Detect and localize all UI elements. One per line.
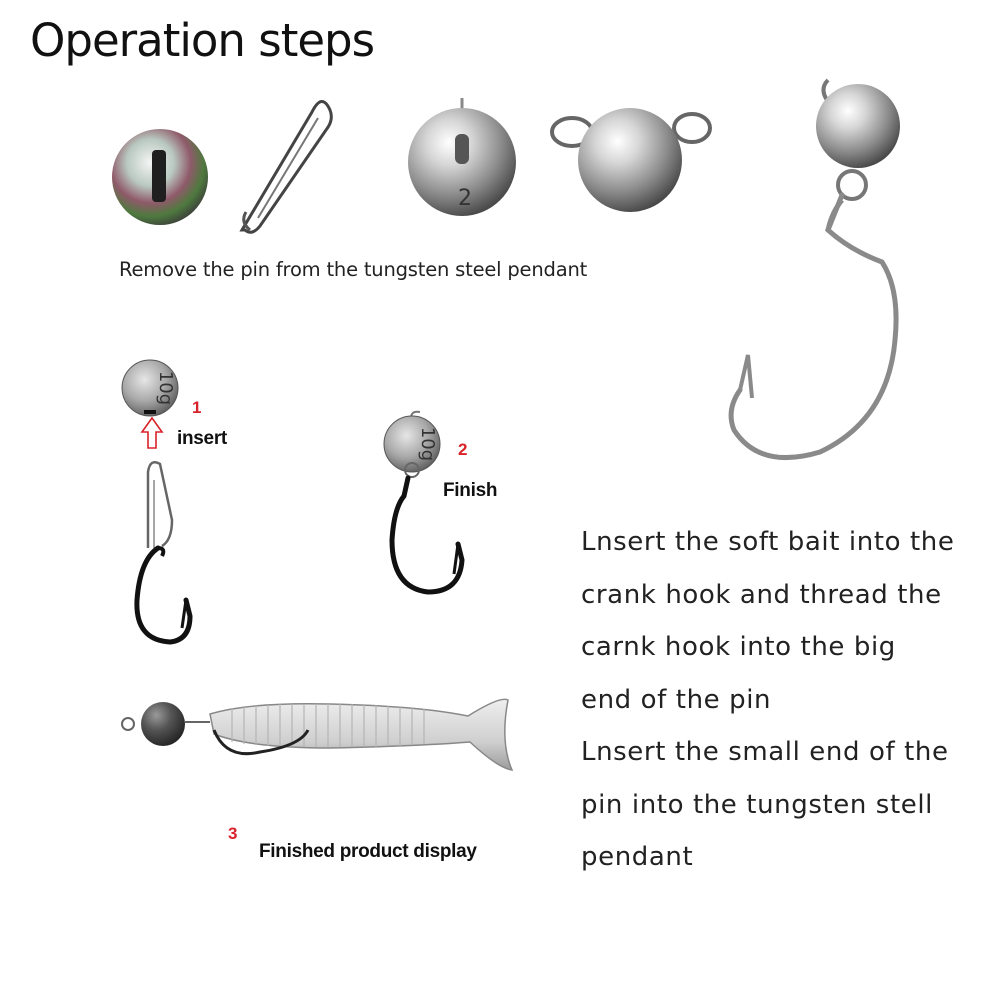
step1-weight-mark: 10g [155, 371, 176, 405]
step3-label: Finished product display [259, 841, 477, 862]
step2-number: 2 [458, 440, 468, 459]
instruction-text: Lnsert the soft bait into the crank hook… [581, 516, 991, 884]
instruction-line: Lnsert the small end of the [581, 737, 949, 767]
instruction-line: crank hook and thread the [581, 579, 942, 610]
finished-product-diagram [121, 698, 514, 771]
pin-clip-photo [239, 100, 333, 234]
eyelet-sinker-photo [550, 108, 712, 212]
step2-weight-mark: 10g [417, 427, 438, 461]
instruction-line: pin into the tungsten stell [581, 789, 933, 820]
jig-hook-photo [728, 78, 900, 461]
instruction-line: pendant [581, 842, 694, 872]
numbered-sinker-photo: 2 [408, 98, 516, 216]
instruction-line: Lnsert the soft bait into the [581, 527, 955, 557]
step3-number: 3 [228, 824, 238, 843]
step2-label: Finish [443, 480, 498, 501]
sinker-number: 2 [458, 186, 472, 211]
page-title: Operation steps [30, 14, 375, 67]
instruction-line: carnk hook into the big [581, 632, 896, 662]
step1-label: insert [177, 428, 227, 449]
step1-diagram: 10g [121, 359, 193, 645]
step2-diagram: 10g [383, 410, 465, 595]
rainbow-sinker-photo [112, 129, 208, 225]
instruction-line: end of the pin [581, 684, 772, 715]
pin-removal-caption: Remove the pin from the tungsten steel p… [119, 258, 588, 281]
step1-number: 1 [192, 398, 202, 417]
